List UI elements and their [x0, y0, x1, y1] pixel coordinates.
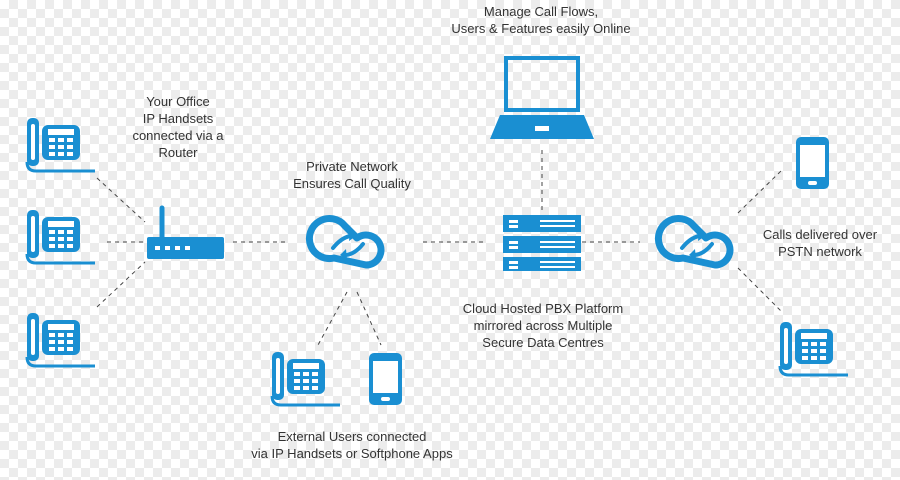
- cloud-sync-icon: [658, 219, 730, 265]
- connector-line: [356, 291, 382, 346]
- desk-phone-icon: [270, 350, 342, 407]
- desk-phone-icon: [25, 311, 97, 368]
- connector-lines: [96, 150, 783, 346]
- smartphone-icon: [369, 353, 402, 405]
- connector-line: [96, 261, 146, 308]
- connector-line: [96, 177, 146, 223]
- laptop-icon: [490, 56, 594, 139]
- connector-line: [317, 291, 348, 346]
- smartphone-icon: [796, 137, 829, 189]
- server-icon: [503, 215, 581, 271]
- desk-phone-icon: [778, 320, 850, 377]
- desk-phone-icon: [25, 208, 97, 265]
- connector-line: [737, 267, 783, 313]
- manage-label: Manage Call Flows,Users & Features easil…: [451, 4, 631, 36]
- router-icon: [147, 205, 224, 259]
- connector-line: [737, 169, 783, 214]
- desk-phone-icon: [25, 116, 97, 173]
- cloud-sync-icon: [309, 219, 381, 265]
